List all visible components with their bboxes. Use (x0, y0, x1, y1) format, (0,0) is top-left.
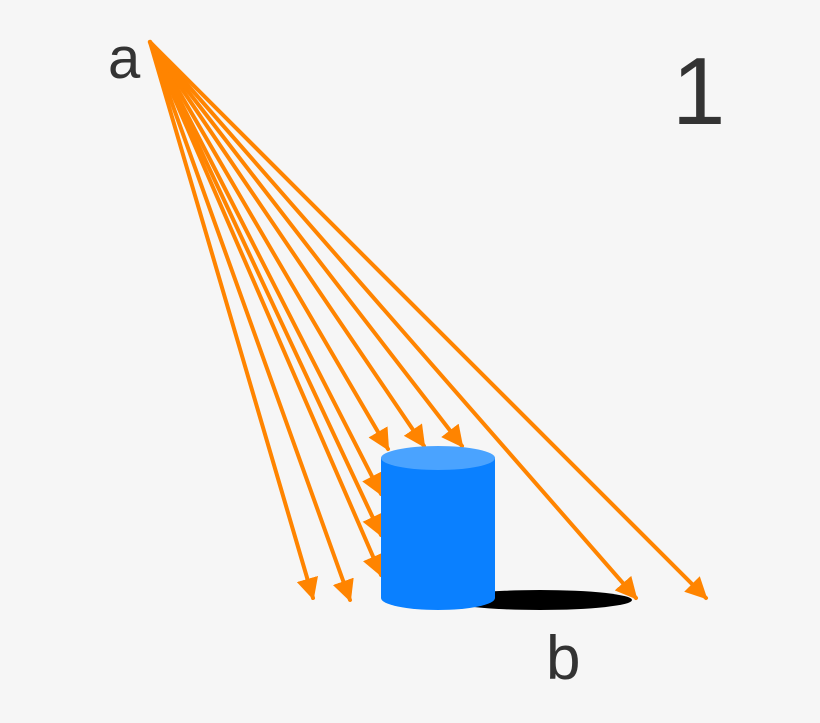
ray-5 (148, 40, 383, 496)
cylinder-top (381, 446, 495, 470)
cylinder (381, 446, 495, 610)
ray-10 (148, 40, 708, 600)
cylinder-body (381, 458, 495, 610)
ray-8 (148, 40, 464, 448)
ray-2 (148, 40, 354, 603)
ray-4 (148, 40, 383, 537)
ray-9 (148, 40, 638, 600)
ray-7 (148, 40, 426, 448)
shadow-tip-label: b (546, 624, 581, 693)
ray-6 (148, 40, 390, 451)
light-rays (148, 40, 708, 603)
source-point-label: a (108, 26, 141, 91)
ray-1 (148, 40, 318, 601)
figure-number: 1 (672, 38, 726, 145)
ray-3 (148, 40, 384, 578)
